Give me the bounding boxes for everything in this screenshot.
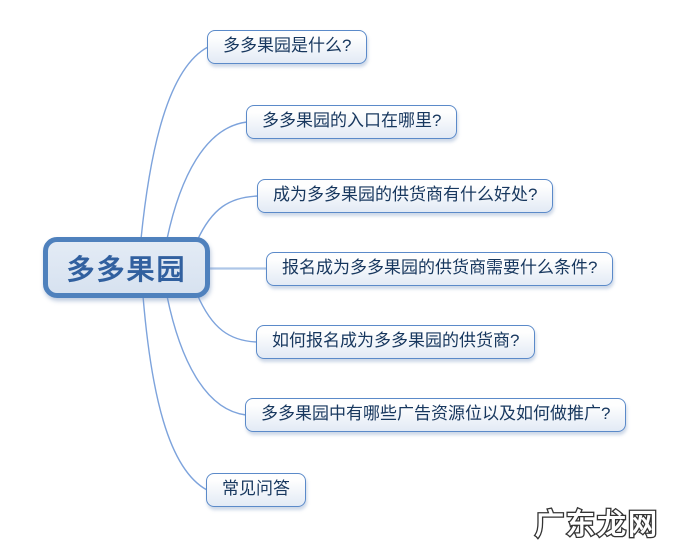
watermark: 广东龙网 [534,506,659,543]
branch-topic-node-2[interactable]: 多多果园的入口在哪里? [246,105,458,139]
connector-branch-5 [196,293,258,343]
branch-topic-node-3[interactable]: 成为多多果园的供货商有什么好处? [257,179,554,213]
connector-branch-1 [140,46,209,240]
connector-branch-2 [166,121,248,240]
connector-branch-6 [166,295,247,416]
root-topic-node[interactable]: 多多果园 [43,237,210,298]
branch-topic-node-1[interactable]: 多多果园是什么? [207,30,368,64]
branch-topic-node-5[interactable]: 如何报名成为多多果园的供货商? [256,325,536,359]
watermark-text: 广东龙网 [535,507,659,541]
branch-topic-node-4[interactable]: 报名成为多多果园的供货商需要什么条件? [266,252,614,286]
connector-branch-3 [196,195,259,242]
branch-topic-node-6[interactable]: 多多果园中有哪些广告资源位以及如何做推广? [245,398,627,432]
branch-topic-node-7[interactable]: 常见问答 [206,473,306,507]
connector-branch-7 [142,295,208,491]
